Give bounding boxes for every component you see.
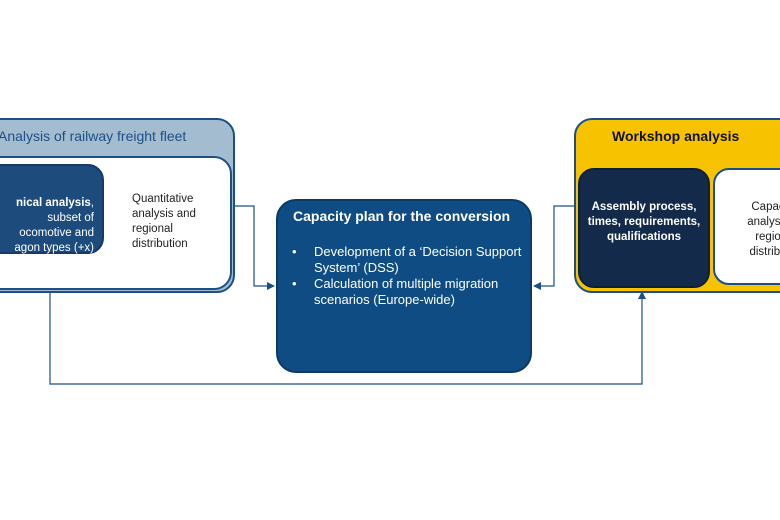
capacity-plan-list: • Development of a ‘Decision Support Syst… bbox=[292, 244, 528, 308]
fleet-analysis-title: Analysis of railway freight fleet bbox=[0, 128, 187, 144]
assembly-process-text: Assembly process, times, requirements, q… bbox=[587, 201, 701, 243]
capacity-analysis-line: distribu bbox=[749, 246, 780, 258]
capacity-analysis-line: Capac bbox=[751, 201, 780, 213]
capacity-plan-box bbox=[276, 199, 532, 373]
technical-analysis-line: subset of bbox=[47, 212, 94, 224]
capacity-analysis-line: regio bbox=[755, 231, 780, 243]
capacity-analysis-text: Capac analysis regio distribu bbox=[728, 200, 780, 260]
technical-analysis-text: nical analysis, subset of ocomotive and … bbox=[0, 196, 94, 256]
quantitative-analysis-text: Quantitative analysis and regional distr… bbox=[132, 193, 196, 250]
technical-analysis-comma: , bbox=[90, 197, 94, 209]
bullet-icon: • bbox=[292, 276, 297, 291]
list-item: • Development of a ‘Decision Support Syst… bbox=[292, 244, 528, 276]
technical-analysis-heading: nical analysis bbox=[16, 197, 91, 209]
bullet-icon: • bbox=[292, 244, 297, 259]
arrow-left-to-center bbox=[234, 205, 275, 290]
list-item-text: Calculation of multiple migration scenar… bbox=[314, 276, 499, 307]
arrow-right-to-center bbox=[533, 205, 576, 290]
technical-analysis-line: agon types (+x) bbox=[14, 242, 94, 254]
capacity-analysis-box bbox=[713, 168, 780, 285]
workshop-analysis-title: Workshop analysis bbox=[612, 128, 740, 144]
assembly-process-box bbox=[578, 168, 710, 288]
list-item: • Calculation of multiple migration scena… bbox=[292, 276, 528, 308]
capacity-plan-title: Capacity plan for the conversion bbox=[293, 208, 511, 224]
technical-analysis-box bbox=[0, 164, 104, 254]
capacity-analysis-line: analysis bbox=[747, 216, 780, 228]
arrow-bottom-loop bbox=[49, 291, 646, 385]
list-item-text: Development of a ‘Decision Support Syste… bbox=[314, 244, 522, 275]
technical-analysis-line: ocomotive and bbox=[19, 227, 94, 239]
